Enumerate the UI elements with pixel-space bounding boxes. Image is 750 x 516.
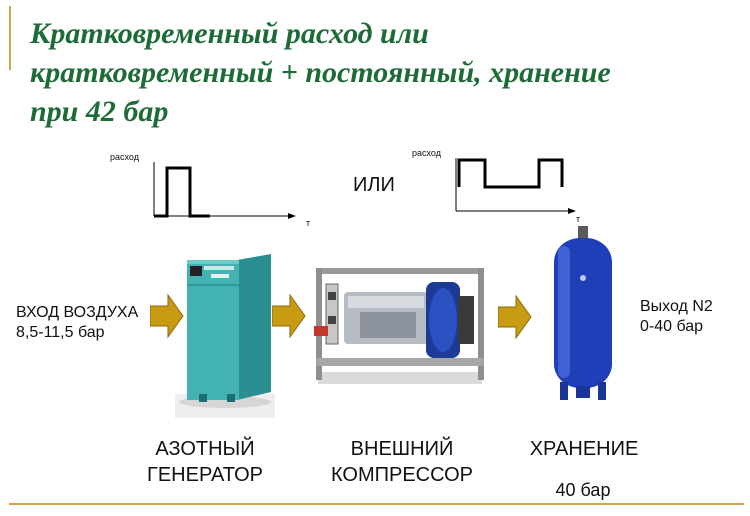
nitrogen-output-title: Выход N2 — [640, 298, 713, 315]
graph-flow-line — [457, 158, 564, 189]
title-line-3: при 42 бар — [30, 95, 169, 128]
graph-xlabel: т — [306, 218, 310, 228]
flow-graph-single-pulse: расход т — [110, 152, 310, 228]
flow-arrow-3 — [498, 294, 532, 340]
graph-x-arrowhead — [568, 208, 576, 214]
air-input-pressure: 8,5-11,5 бар — [16, 324, 105, 341]
storage-caption: ХРАНЕНИЕ — [512, 436, 656, 462]
accent-rule-horizontal — [9, 503, 744, 505]
compressor-caption-line-1: ВНЕШНИЙ — [350, 438, 454, 460]
graph-ylabel: расход — [412, 148, 442, 158]
title-line-2: кратковременный + постоянный, хранение — [30, 56, 611, 89]
graph-ylabel: расход — [110, 152, 140, 162]
or-label: ИЛИ — [353, 174, 395, 196]
title-line-1: Кратковременный расход или — [30, 17, 429, 50]
slide-title: Кратковременный расход или кратковременн… — [30, 14, 745, 131]
flow-arrow-2 — [272, 293, 306, 339]
air-input-label: ВХОД ВОЗДУХА 8,5-11,5 бар — [16, 303, 138, 343]
storage-caption-title: ХРАНЕНИЕ — [529, 438, 639, 460]
compressor-caption-line-2: КОМПРЕССОР — [330, 464, 474, 486]
storage-pressure-caption: 40 бар — [555, 480, 611, 500]
nitrogen-output-pressure: 0-40 бар — [640, 318, 704, 335]
storage-tank-image — [554, 226, 612, 400]
compressor-image — [314, 268, 484, 384]
generator-caption-line-2: ГЕНЕРАТОР — [147, 464, 263, 486]
nitrogen-output-label: Выход N2 0-40 бар — [640, 297, 713, 337]
accent-rule-vertical — [9, 6, 11, 70]
air-input-title: ВХОД ВОЗДУХА — [16, 304, 139, 321]
generator-caption: АЗОТНЫЙ ГЕНЕРАТОР — [125, 436, 285, 488]
flow-graph-pulse-plus-constant: расход т — [412, 148, 580, 224]
nitrogen-generator-image — [175, 254, 275, 418]
generator-caption-line-1: АЗОТНЫЙ — [155, 438, 255, 460]
graph-flow-line — [154, 166, 210, 218]
compressor-caption: ВНЕШНИЙ КОМПРЕССОР — [312, 436, 492, 488]
flow-arrow-1 — [150, 293, 184, 339]
graph-xlabel: т — [576, 214, 580, 224]
graph-x-arrowhead — [288, 213, 296, 219]
